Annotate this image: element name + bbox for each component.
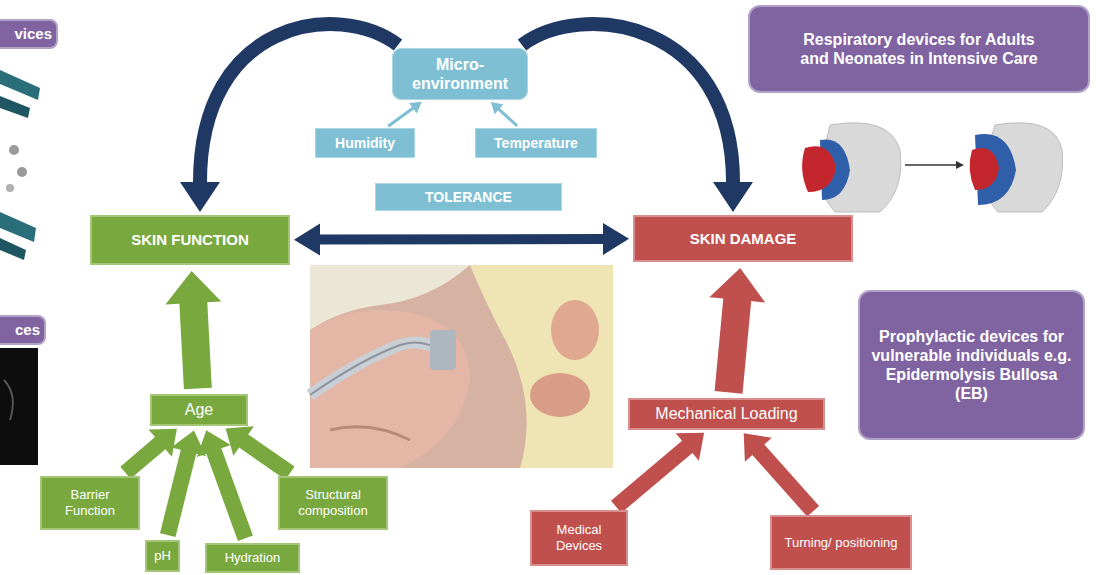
device-photo-detail	[4, 380, 13, 420]
arrow-shape	[744, 433, 819, 516]
factor-box: Mechanical Loading	[628, 398, 825, 429]
box-text: pH	[151, 548, 174, 564]
photo-tube	[310, 342, 440, 395]
device-screw	[6, 184, 14, 192]
factor-box: Hydration	[205, 543, 300, 573]
model-arrow	[905, 164, 958, 166]
factor-box: Micro- environment	[392, 48, 528, 100]
arrow-head	[180, 182, 220, 212]
arrow-shape	[226, 426, 295, 480]
process-box: SKIN FUNCTION	[90, 215, 290, 265]
box-text: TOLERANCE	[380, 189, 557, 206]
arc-shaft	[522, 24, 733, 182]
category-box: Prophylactic devices for vulnerable indi…	[858, 290, 1085, 440]
box-text: SKIN DAMAGE	[639, 230, 847, 248]
device-plate	[0, 238, 26, 260]
block-arrow	[611, 433, 704, 513]
box-text: Micro- environment	[397, 55, 523, 93]
arrow-shape	[120, 429, 177, 479]
factor-box: Humidity	[315, 128, 415, 158]
photo-face	[310, 310, 470, 468]
arrow-shape	[160, 430, 206, 537]
arrow-shape	[611, 433, 704, 513]
block-arrow	[160, 430, 206, 537]
block-arrow	[226, 426, 295, 480]
device-plate	[0, 70, 40, 100]
arrow-shape	[387, 102, 422, 128]
device-screw	[9, 145, 19, 155]
factor-box: Medical Devices	[530, 510, 628, 566]
arrow-shape	[294, 223, 629, 256]
curved-arrow	[180, 24, 398, 212]
box-text: Temperature	[480, 135, 592, 152]
neonate-photo	[310, 265, 613, 468]
factor-box: Temperature	[475, 128, 597, 158]
thin-arrow	[387, 102, 422, 128]
box-text: Humidity	[320, 135, 410, 152]
mask-nose-piece	[970, 148, 999, 190]
category-box: ces	[0, 315, 46, 345]
mask-nose-piece	[802, 146, 836, 192]
arrow-shape	[491, 102, 518, 127]
box-text: Prophylactic devices for vulnerable indi…	[870, 327, 1073, 404]
box-text: Age	[156, 400, 242, 419]
box-text: SKIN FUNCTION	[96, 231, 284, 249]
box-text: Turning/ positioning	[776, 535, 906, 551]
arrow-shape	[709, 268, 765, 394]
category-box: vices	[0, 19, 58, 49]
concept-box: TOLERANCE	[375, 183, 562, 211]
category-box: Respiratory devices for Adults and Neona…	[748, 5, 1090, 93]
box-text: vices	[4, 25, 52, 43]
block-arrow	[709, 268, 765, 394]
arrow-head	[713, 182, 753, 212]
thin-arrow	[491, 102, 518, 127]
arrow-shape	[165, 271, 221, 389]
box-text: Respiratory devices for Adults and Neona…	[790, 30, 1048, 68]
photo-finger	[551, 300, 599, 360]
photo-hand	[530, 373, 590, 417]
photo-tube-edge	[310, 342, 440, 395]
arc-shaft	[200, 24, 398, 182]
model-arrow-head	[956, 161, 964, 169]
factor-box: Barrier Function	[40, 476, 140, 530]
block-arrow	[120, 429, 177, 479]
box-text: Mechanical Loading	[634, 404, 819, 423]
photo-detail	[330, 427, 410, 440]
device-plate	[0, 212, 36, 242]
box-text: ces	[4, 321, 40, 339]
device-photo	[0, 348, 38, 465]
box-text: Hydration	[211, 550, 294, 566]
block-arrow	[744, 433, 819, 516]
process-box: SKIN DAMAGE	[633, 215, 853, 262]
photo-blanket	[470, 265, 613, 468]
device-plate	[0, 96, 30, 118]
factor-box: Age	[150, 394, 248, 425]
block-arrow	[165, 271, 221, 389]
box-text: Barrier Function	[46, 487, 134, 518]
mask-model	[802, 123, 901, 212]
photo-ground	[310, 265, 613, 468]
mask-model	[970, 123, 1063, 212]
double-arrow	[294, 223, 629, 256]
box-text: Structural composition	[284, 487, 382, 518]
box-text: Medical Devices	[536, 522, 622, 553]
factor-box: pH	[145, 540, 180, 572]
device-screw	[17, 167, 27, 177]
factor-box: Turning/ positioning	[770, 515, 912, 570]
factor-box: Structural composition	[278, 476, 388, 530]
photo-prong	[430, 330, 456, 370]
